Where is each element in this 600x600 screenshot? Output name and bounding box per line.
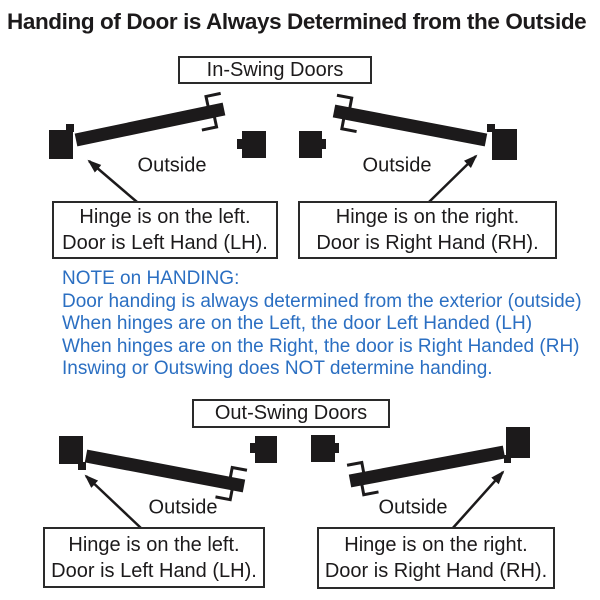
callout-line: Hinge is on the right. [344, 534, 528, 556]
callout-inswing-left-hand: Hinge is on the left. Door is Left Hand … [52, 201, 278, 259]
strike-jamb-icon [255, 436, 277, 463]
handing-note: NOTE on HANDING: Door handing is always … [62, 268, 582, 381]
outside-label: Outside [148, 496, 218, 519]
strike-jamb-icon [299, 131, 322, 158]
hinge-jamb-icon [59, 436, 83, 464]
strike-plate-icon [320, 139, 326, 149]
note-line: When hinges are on the Left, the door Le… [62, 313, 533, 335]
inswing-left-door-diagram [49, 91, 266, 203]
hinge-pin-icon [66, 124, 74, 132]
hinge-pin-icon [78, 462, 86, 470]
door-leaf-icon [84, 449, 246, 493]
note-line: NOTE on HANDING: [62, 268, 240, 289]
callout-line: Hinge is on the left. [79, 206, 251, 228]
inswing-doors-heading-box: In-Swing Doors [178, 56, 372, 84]
outside-label: Outside [378, 496, 448, 519]
note-line: Inswing or Outswing does NOT determine h… [62, 358, 493, 380]
callout-arrow-icon [451, 470, 505, 530]
hinge-pin-icon [487, 124, 495, 132]
callout-outswing-right-hand: Hinge is on the right. Door is Right Han… [317, 527, 555, 589]
callout-line: Door is Left Hand (LH). [62, 232, 268, 254]
callout-line: Door is Right Hand (RH). [324, 560, 548, 582]
note-line: When hinges are on the Right, the door i… [62, 335, 580, 357]
note-line: Door handing is always determined from t… [62, 290, 582, 312]
door-handle-icon [201, 91, 221, 132]
door-handle-icon [346, 460, 379, 497]
callout-arrow-icon [84, 474, 143, 530]
strike-plate-icon [333, 443, 339, 453]
callout-arrow-icon [428, 154, 478, 203]
hinge-pin-icon [504, 455, 511, 463]
outside-label: Outside [362, 154, 432, 177]
door-leaf-icon [332, 104, 488, 147]
page-title: Handing of Door is Always Determined fro… [7, 9, 587, 34]
hinge-jamb-icon [49, 130, 73, 159]
outswing-left-door-diagram [59, 436, 277, 530]
outswing-doors-label: Out-Swing Doors [214, 402, 368, 424]
callout-arrow-icon [87, 159, 138, 203]
callout-inswing-right-hand: Hinge is on the right. Door is Right Han… [298, 201, 557, 259]
callout-line: Door is Right Hand (RH). [316, 232, 539, 254]
hinge-jamb-icon [492, 129, 517, 160]
inswing-right-door-diagram [299, 93, 517, 203]
door-handle-icon [336, 93, 357, 134]
strike-plate-icon [237, 139, 243, 149]
callout-line: Hinge is on the right. [335, 206, 520, 228]
door-leaf-icon [348, 445, 506, 488]
callout-line: Hinge is on the left. [68, 533, 240, 556]
strike-jamb-icon [242, 131, 266, 158]
callout-line: Door is Left Hand (LH). [51, 559, 257, 582]
strike-jamb-icon [311, 435, 335, 462]
outside-label: Outside [137, 154, 207, 177]
door-handle-icon [215, 465, 248, 502]
door-leaf-icon [74, 102, 226, 147]
hinge-jamb-icon [506, 427, 530, 458]
callout-outswing-left-hand: Hinge is on the left. Door is Left Hand … [43, 527, 265, 588]
inswing-doors-label: In-Swing Doors [206, 58, 344, 81]
outswing-right-door-diagram [311, 427, 530, 530]
outswing-doors-heading-box: Out-Swing Doors [192, 399, 390, 428]
strike-plate-icon [250, 443, 256, 453]
